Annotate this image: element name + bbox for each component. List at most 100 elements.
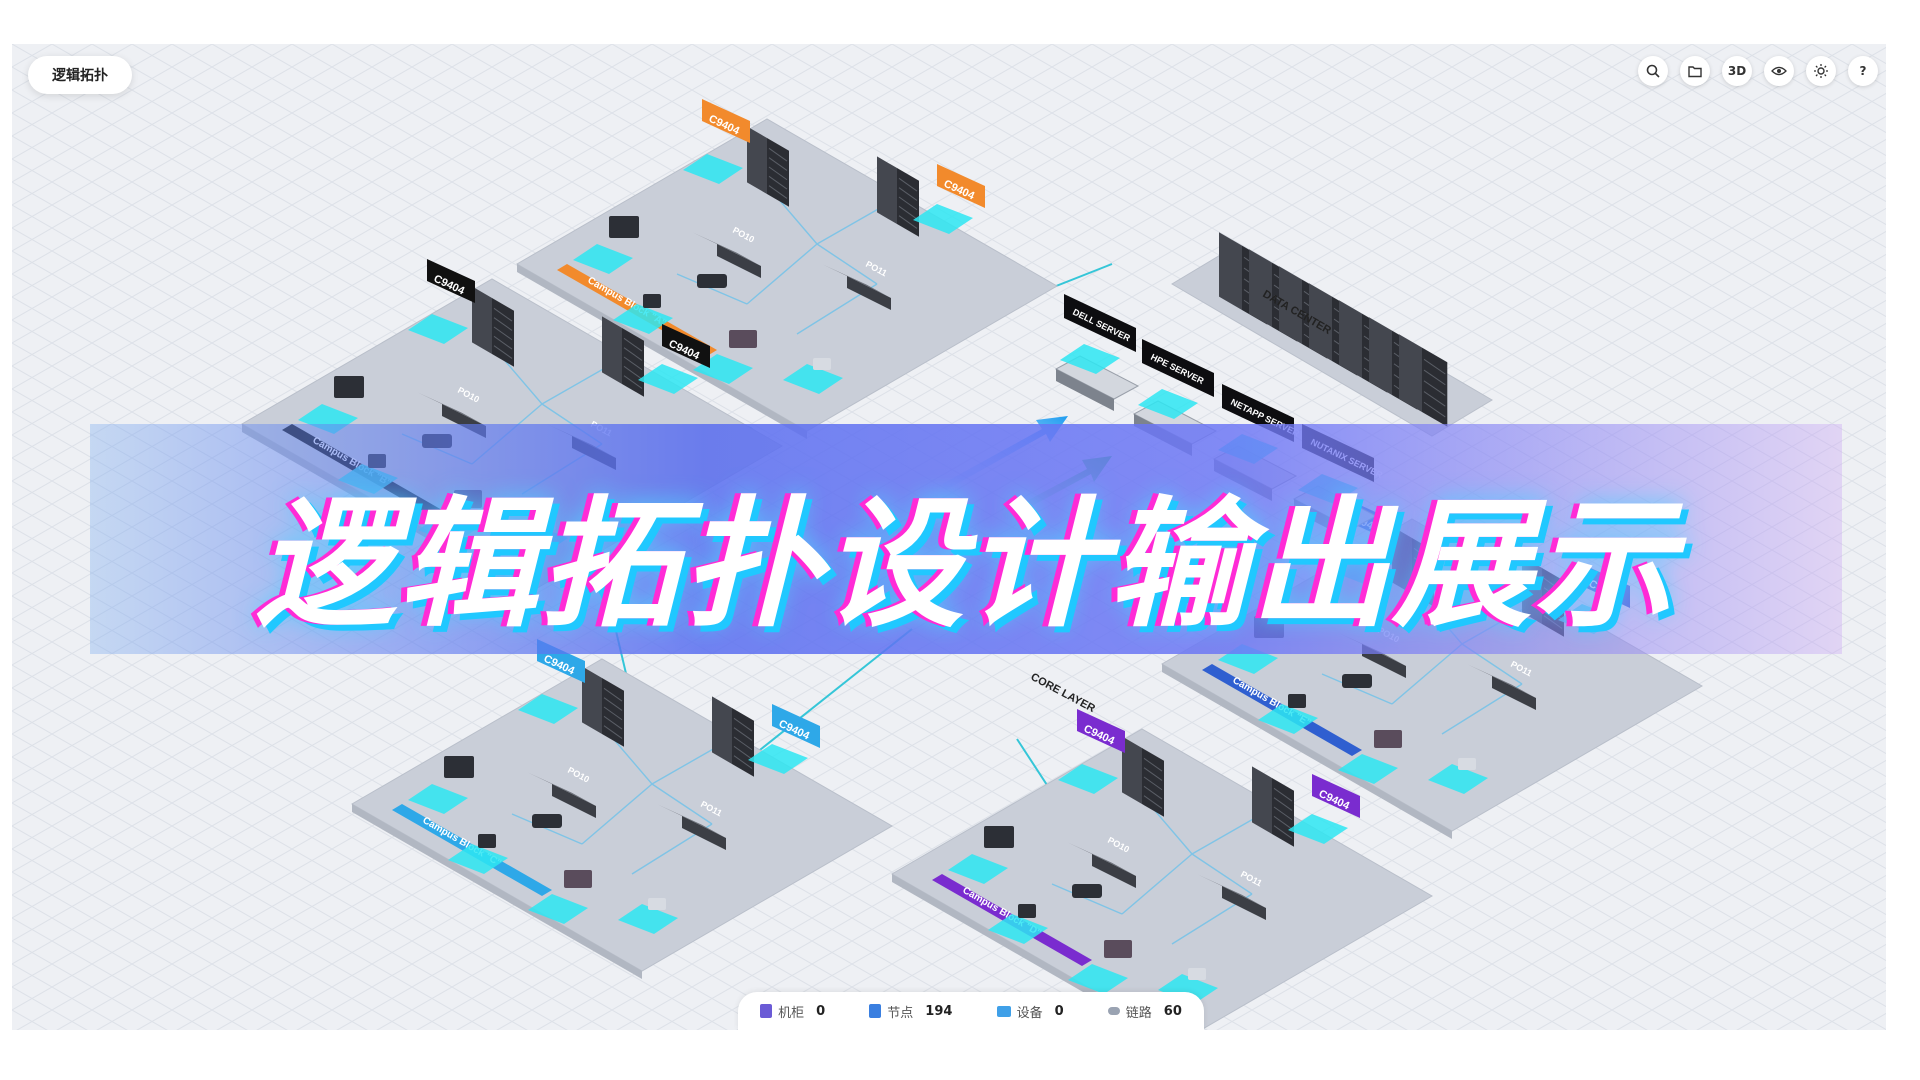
router-device [532,814,562,828]
highlight-pad [948,854,1008,884]
3d-toggle-button[interactable]: 3D [1722,56,1752,86]
dc-rack-slot [1423,401,1446,418]
cabinet-label: 机柜 [778,1005,805,1021]
view-title-pill[interactable]: 逻辑拓扑 [28,56,132,94]
rack-front [897,168,919,237]
banner-title: 逻辑拓扑设计输出展示 [255,484,1676,647]
internal-link [651,783,713,825]
toolbar: 3D ? [1638,56,1878,86]
internal-link [816,203,888,245]
internal-link [651,743,723,785]
rack-slot [1143,795,1163,809]
phone-device [1288,694,1306,708]
rack-top [1252,766,1294,791]
platform-edge [892,874,1163,1030]
rack-side [712,696,732,764]
highlight-pad [783,364,843,394]
monitor-icon [996,1005,1011,1017]
ap-device [648,898,666,910]
laptop-device [729,330,757,348]
search-button[interactable] [1638,56,1668,86]
rack-slot [1273,825,1293,839]
server-tag-bg [1142,339,1214,397]
highlight-pad [573,244,633,274]
rack-slot [603,715,623,730]
rack-slot [1273,787,1293,802]
dc-rack-top [1219,232,1268,261]
eye-icon [1771,66,1787,76]
phone-device [478,834,496,848]
laptop-device [564,870,592,888]
dc-rack-side [1339,300,1362,378]
laptop-device [1104,940,1132,958]
dc-rack-side [1399,334,1422,412]
highlight-pad [528,894,588,924]
rack-slot [768,157,788,171]
device-tag-bg [1312,774,1360,818]
rack-slot [733,745,753,760]
internal-link [511,813,583,845]
internal-link [676,273,748,305]
monitor-device [984,826,1014,848]
stat-link: 链路 60 [1107,1002,1182,1021]
rack-slot [1273,815,1293,830]
highlight-pad [1158,974,1218,1004]
rack-slot [898,196,918,211]
rack-slot [493,326,513,341]
rack-slot [898,215,918,229]
server-chassis-front [1056,369,1114,411]
highlight-pad [1288,814,1348,844]
dc-rack-side [1369,317,1392,395]
device-tag-bg [662,324,710,368]
rack-side [747,126,767,194]
highlight-pad [1138,389,1198,419]
stat-cabinet: 机柜 0 [760,1002,825,1021]
router-device [697,274,727,288]
highlight-pad [1058,764,1118,794]
highlight-pad [988,914,1048,944]
server-tag-bg [1064,294,1136,352]
device-tag-bg [427,259,475,303]
device-tag-bg [702,99,750,143]
dc-rack-side [1279,266,1302,344]
internal-link [1051,883,1123,915]
dc-rack-top [1309,283,1358,312]
visibility-button[interactable] [1764,56,1794,86]
link-count: 60 [1163,1003,1182,1019]
rack-slot [768,166,788,181]
node-icon [869,1004,882,1018]
highlight-pad [618,904,678,934]
internal-link [746,243,818,305]
switch-face [552,784,596,818]
status-bar: 机柜 0 节点 194 设备 0 链路 60 [738,992,1204,1030]
rack-slot [1273,797,1293,811]
rack-top [1122,736,1164,761]
device-tag-bg [772,704,820,748]
rack-slot [768,185,788,199]
open-folder-button[interactable] [1680,56,1710,86]
monitor-device [609,216,639,238]
ap-device [813,358,831,370]
help-button[interactable]: ? [1848,56,1878,86]
device-label: 设备 [1016,1005,1043,1021]
switch-face [717,244,761,278]
internal-link [541,363,613,405]
rack-top [747,126,789,151]
rack-slot [1143,767,1163,781]
theme-button[interactable] [1806,56,1836,86]
highlight-pad [448,844,508,874]
rack-front [602,678,624,747]
internal-link [816,243,878,285]
search-icon [1646,64,1660,78]
stat-node: 节点 194 [869,1002,952,1021]
highlight-pad [613,304,673,334]
switch-face [847,276,891,310]
rack-slot [603,687,623,702]
highlight-pad [638,364,698,394]
device-tag-bg [1077,709,1125,753]
topology-canvas[interactable]: Campus Block "A"C9404C9404PO10PO11Campus… [12,44,1886,1030]
highlight-pad [408,784,468,814]
highlight-pad [1428,764,1488,794]
